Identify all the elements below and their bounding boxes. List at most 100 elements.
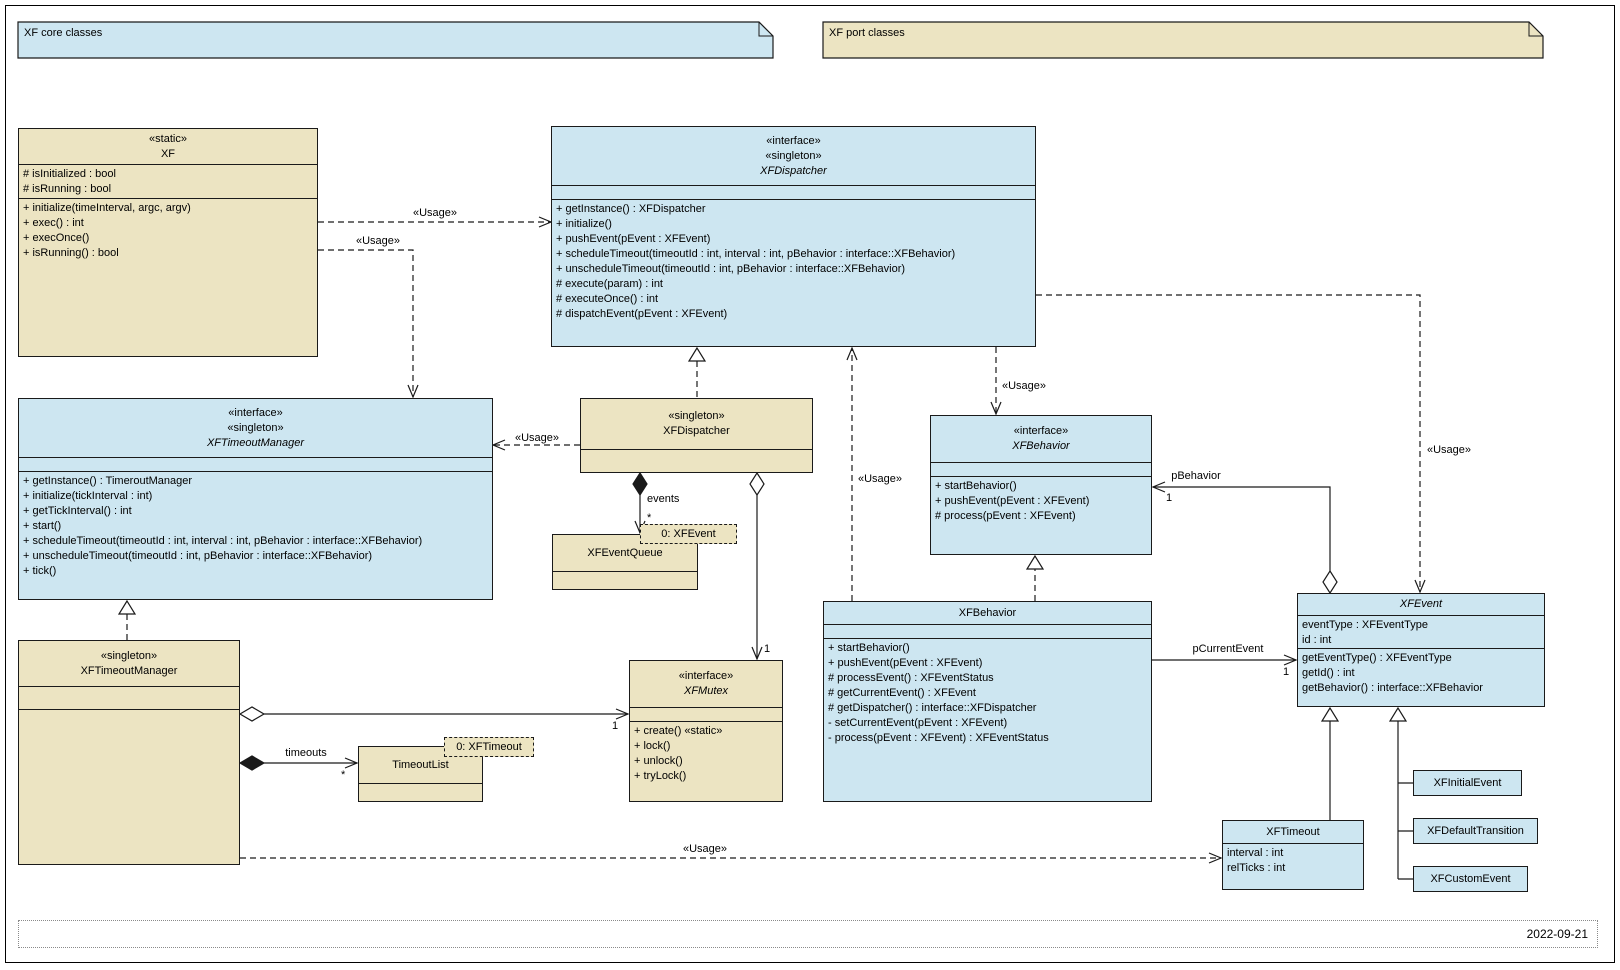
class-xfmutex: «interface» XFMutex + create() «static» + l… [629,660,783,802]
composition-xfdispatcher-events-diamond [632,471,648,497]
association-xfevent-pbehavior-label: pBehavior [1171,470,1221,482]
attributes-compartment [824,624,1151,638]
association-xfevent-pbehavior-open-arrow [1151,481,1166,493]
aggregation-xftimeoutmanager-mutex-label: 1 [612,720,618,732]
methods-compartment: + startBehavior()+ pushEvent(pEvent : XF… [824,638,1151,801]
usage-xftimeoutmanager-to-xftimeout-open-arrow [1208,852,1223,864]
class-name: XFDispatcher [760,164,827,177]
note-core-shape-fold [758,22,773,37]
usage-xfdispatcher-to-xftimeoutmanager-open-arrow [491,439,506,451]
attributes-compartment [552,185,1035,199]
method: # processEvent() : XFEventStatus [828,672,994,684]
note-port-classes: XF port classes [829,27,905,39]
stereotype: «singleton» [100,649,158,662]
class-xfbehavior-if: «interface»XFBehavior + startBehavior()+ … [930,415,1152,555]
class-title: «static»XF [19,129,317,164]
method: + isRunning() : bool [23,247,119,259]
method: # executeOnce() : int [556,293,659,305]
class-title: XFEventQueue [553,535,697,571]
method: + lock() [634,740,671,752]
method: # getDispatcher() : interface::XFDispatc… [828,702,1037,714]
class-name: XFTimeoutManager [80,664,178,677]
composition-xftimeoutmanager-timeouts-open-arrow [344,757,359,769]
generalization-event-subclasses [1397,721,1413,880]
note-core-shape [17,21,774,59]
class-name: XFDispatcher [663,425,730,437]
usage-xfdispatcher-to-xfbehavior-open-arrow [990,401,1002,416]
realization-xfdispatcher-triangle [687,346,707,362]
attributes-compartment [630,707,782,721]
class-xfdefaulttransition: XFDefaultTransition [1413,818,1538,844]
association-xfbehavior-pcurrentevent-label: pCurrentEvent [1193,643,1264,655]
class-name: XFDefaultTransition [1427,824,1524,837]
association-xfevent-pbehavior [1153,486,1331,571]
method: + exec() : int [23,217,84,229]
attributes-compartment [359,783,482,801]
attribute: # isRunning : bool [23,183,112,195]
attribute: eventType : XFEventType [1302,619,1428,631]
class-title: «interface» XFMutex [630,661,782,707]
class-title: XFTimeout [1223,821,1363,843]
methods-compartment: + startBehavior()+ pushEvent(pEvent : XF… [931,476,1151,554]
stereotype: «singleton» [227,421,284,434]
method: + pushEvent(pEvent : XFEvent) [556,233,711,245]
class-title: TimeoutList [359,747,482,783]
class-xfdispatcher-if: «interface»«singleton»XFDispatcher + getI… [551,126,1036,347]
method: + scheduleTimeout(timeoutId : int, inter… [23,535,423,547]
method: + execOnce() [23,232,90,244]
class-name: TimeoutList [392,758,449,771]
method: - setCurrentEvent(pEvent : XFEvent) [828,717,1008,729]
method: + initialize(tickInterval : int) [23,490,153,502]
class-name: XFInitialEvent [1433,776,1502,789]
stereotype: «interface» [678,670,734,682]
aggregation-xfdispatcher-mutex-open-arrow [751,646,763,661]
class-xftimeoutmanager-impl: «singleton» XFTimeoutManager [18,640,240,865]
aggregation-xfdispatcher-mutex-label: 1 [764,643,770,655]
stereotype: «singleton» [668,410,725,422]
class-xfinitialevent: XFInitialEvent [1413,770,1522,796]
method: + getInstance() : XFDispatcher [556,203,706,215]
realization-xftimeoutmanager-triangle [117,599,137,615]
class-title: «singleton» XFDispatcher [581,399,812,449]
attribute: # isInitialized : bool [23,168,116,180]
realization-xfbehavior-triangle [1025,554,1045,570]
usage-xftimeoutmanager-to-xftimeout-label: «Usage» [683,843,727,855]
class-name: XFMutex [683,685,728,697]
class-xfdispatcher-impl: «singleton» XFDispatcher [580,398,813,473]
class-title: «interface»XFBehavior [931,416,1151,462]
method: + unlock() [634,755,683,767]
class-title: XFCustomEvent [1414,867,1527,891]
method: + pushEvent(pEvent : XFEvent) [935,495,1090,507]
stereotype: «static» [149,132,187,145]
method: + tryLock() [634,770,687,782]
usage-xf-to-xfdispatcher-label: «Usage» [413,207,457,219]
method: getBehavior() : interface::XFBehavior [1302,682,1483,694]
attributes-compartment [19,457,492,471]
association-xfbehavior-pcurrentevent-label: 1 [1283,666,1289,678]
usage-xfdispatcher-to-xfevent [1036,294,1421,592]
method: getEventType() : XFEventType [1302,652,1452,664]
attributes-compartment [19,686,239,709]
note-port-shape-fold [1528,22,1543,37]
class-title: «interface»«singleton»XFTimeoutManager [19,399,492,457]
method: + startBehavior() [828,642,910,654]
method: + start() [23,520,62,532]
stereotype: «interface» [1013,425,1069,437]
method: + unscheduleTimeout(timeoutId : int, pBe… [23,550,373,562]
method: + create() «static» [634,725,723,737]
usage-xfdispatcher-to-xftimeoutmanager-label: «Usage» [515,432,559,444]
aggregation-xfdispatcher-mutex-diamond [749,471,765,497]
composition-xftimeoutmanager-timeouts-label: timeouts [285,747,327,759]
method: # execute(param) : int [556,278,663,290]
usage-xf-to-xftimeoutmanager [318,249,414,397]
association-xfbehavior-pcurrentevent-open-arrow [1283,654,1298,666]
note-core-classes: XF core classes [24,27,103,39]
methods-compartment: + getInstance() : XFDispatcher+ initiali… [552,199,1035,346]
class-title: «interface»«singleton»XFDispatcher [552,127,1035,185]
usage-xfbehavior-to-xfdispatcher-open-arrow [846,346,858,361]
